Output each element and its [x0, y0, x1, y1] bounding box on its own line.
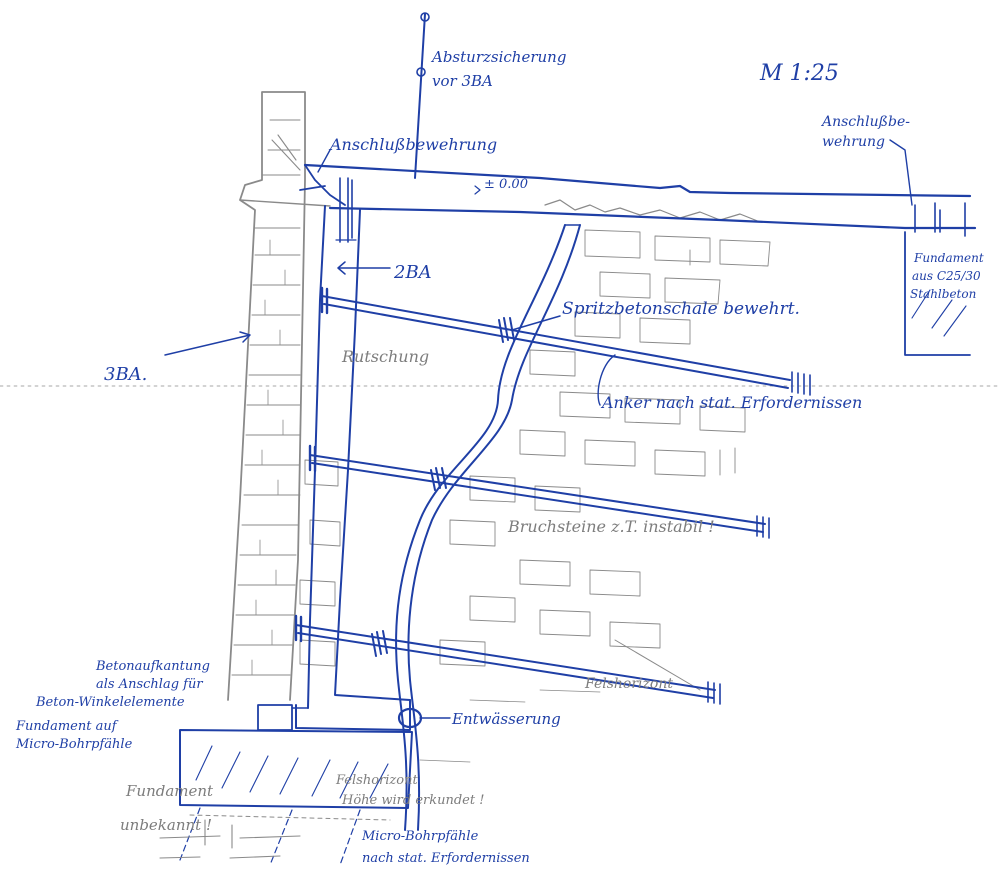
foundation-unknown-label-2: unbekannt ! [120, 816, 212, 834]
fall-protection-post [414, 12, 430, 179]
foundation-right [904, 202, 971, 356]
micropiles-label-2: nach stat. Erfordernissen [362, 851, 530, 866]
ground-anchor-3 [294, 614, 721, 705]
foundation-micropiles-label-2: Micro-Bohrpfähle [15, 737, 133, 752]
foundation-right-label: Fundament [913, 251, 984, 265]
ground-anchor-2 [308, 444, 770, 539]
drainage-label: Entwässerung [451, 710, 561, 728]
anchors-label: Anker nach stat. Erfordernissen [600, 393, 862, 412]
scale-label: M 1:25 [759, 61, 839, 86]
rock-horizon-right-label: Felshorizont [584, 676, 673, 692]
concrete-upstand-label-3: Beton-Winkelelemente [35, 695, 185, 710]
leader-arrows [164, 139, 913, 719]
unknown-foundation-ground [159, 814, 391, 859]
concrete-upstand-label-2: als Anschlag für [96, 677, 203, 692]
concrete-upstand-label: Betonaufkantung [95, 659, 210, 674]
cap-slab [299, 163, 977, 243]
bauabschnitt-3-label: 3BA. [104, 364, 147, 385]
bauabschnitt-2-label: 2BA [393, 262, 432, 283]
connection-rebar-left-label: Anschlußbewehrung [328, 135, 497, 154]
rock-horizon-label-2: Höhe wird erkundet ! [341, 793, 484, 808]
foundation-micropiles [179, 729, 413, 866]
shotcrete-shell [395, 224, 581, 831]
quarry-stones-label: Bruchsteine z.T. instabil ! [507, 517, 715, 536]
foundation-right-label-3: Stahlbeton [910, 287, 976, 301]
connection-rebar-right-label-2: wehrung [822, 134, 885, 150]
level-label: ± 0.00 [484, 177, 528, 192]
slope-label: Rutschung [341, 347, 429, 366]
concrete-upstand [257, 704, 293, 731]
rock-horizon-label: Felshorizont [335, 773, 418, 788]
foundation-right-label-2: aus C25/30 [912, 269, 981, 283]
micropiles-label: Micro-Bohrpfähle [361, 829, 479, 844]
fall-protection-label: Absturzsicherung [430, 48, 566, 66]
fall-protection-label-2: vor 3BA [432, 72, 493, 90]
foundation-micropiles-label: Fundament auf [15, 719, 119, 734]
foundation-unknown-label: Fundament [125, 782, 214, 800]
existing-stone-wall [227, 91, 331, 701]
ground-anchor-1 [320, 286, 811, 396]
shotcrete-label: Spritzbetonschale bewehrt. [562, 299, 800, 319]
connection-rebar-right-label: Anschlußbe- [820, 114, 910, 130]
